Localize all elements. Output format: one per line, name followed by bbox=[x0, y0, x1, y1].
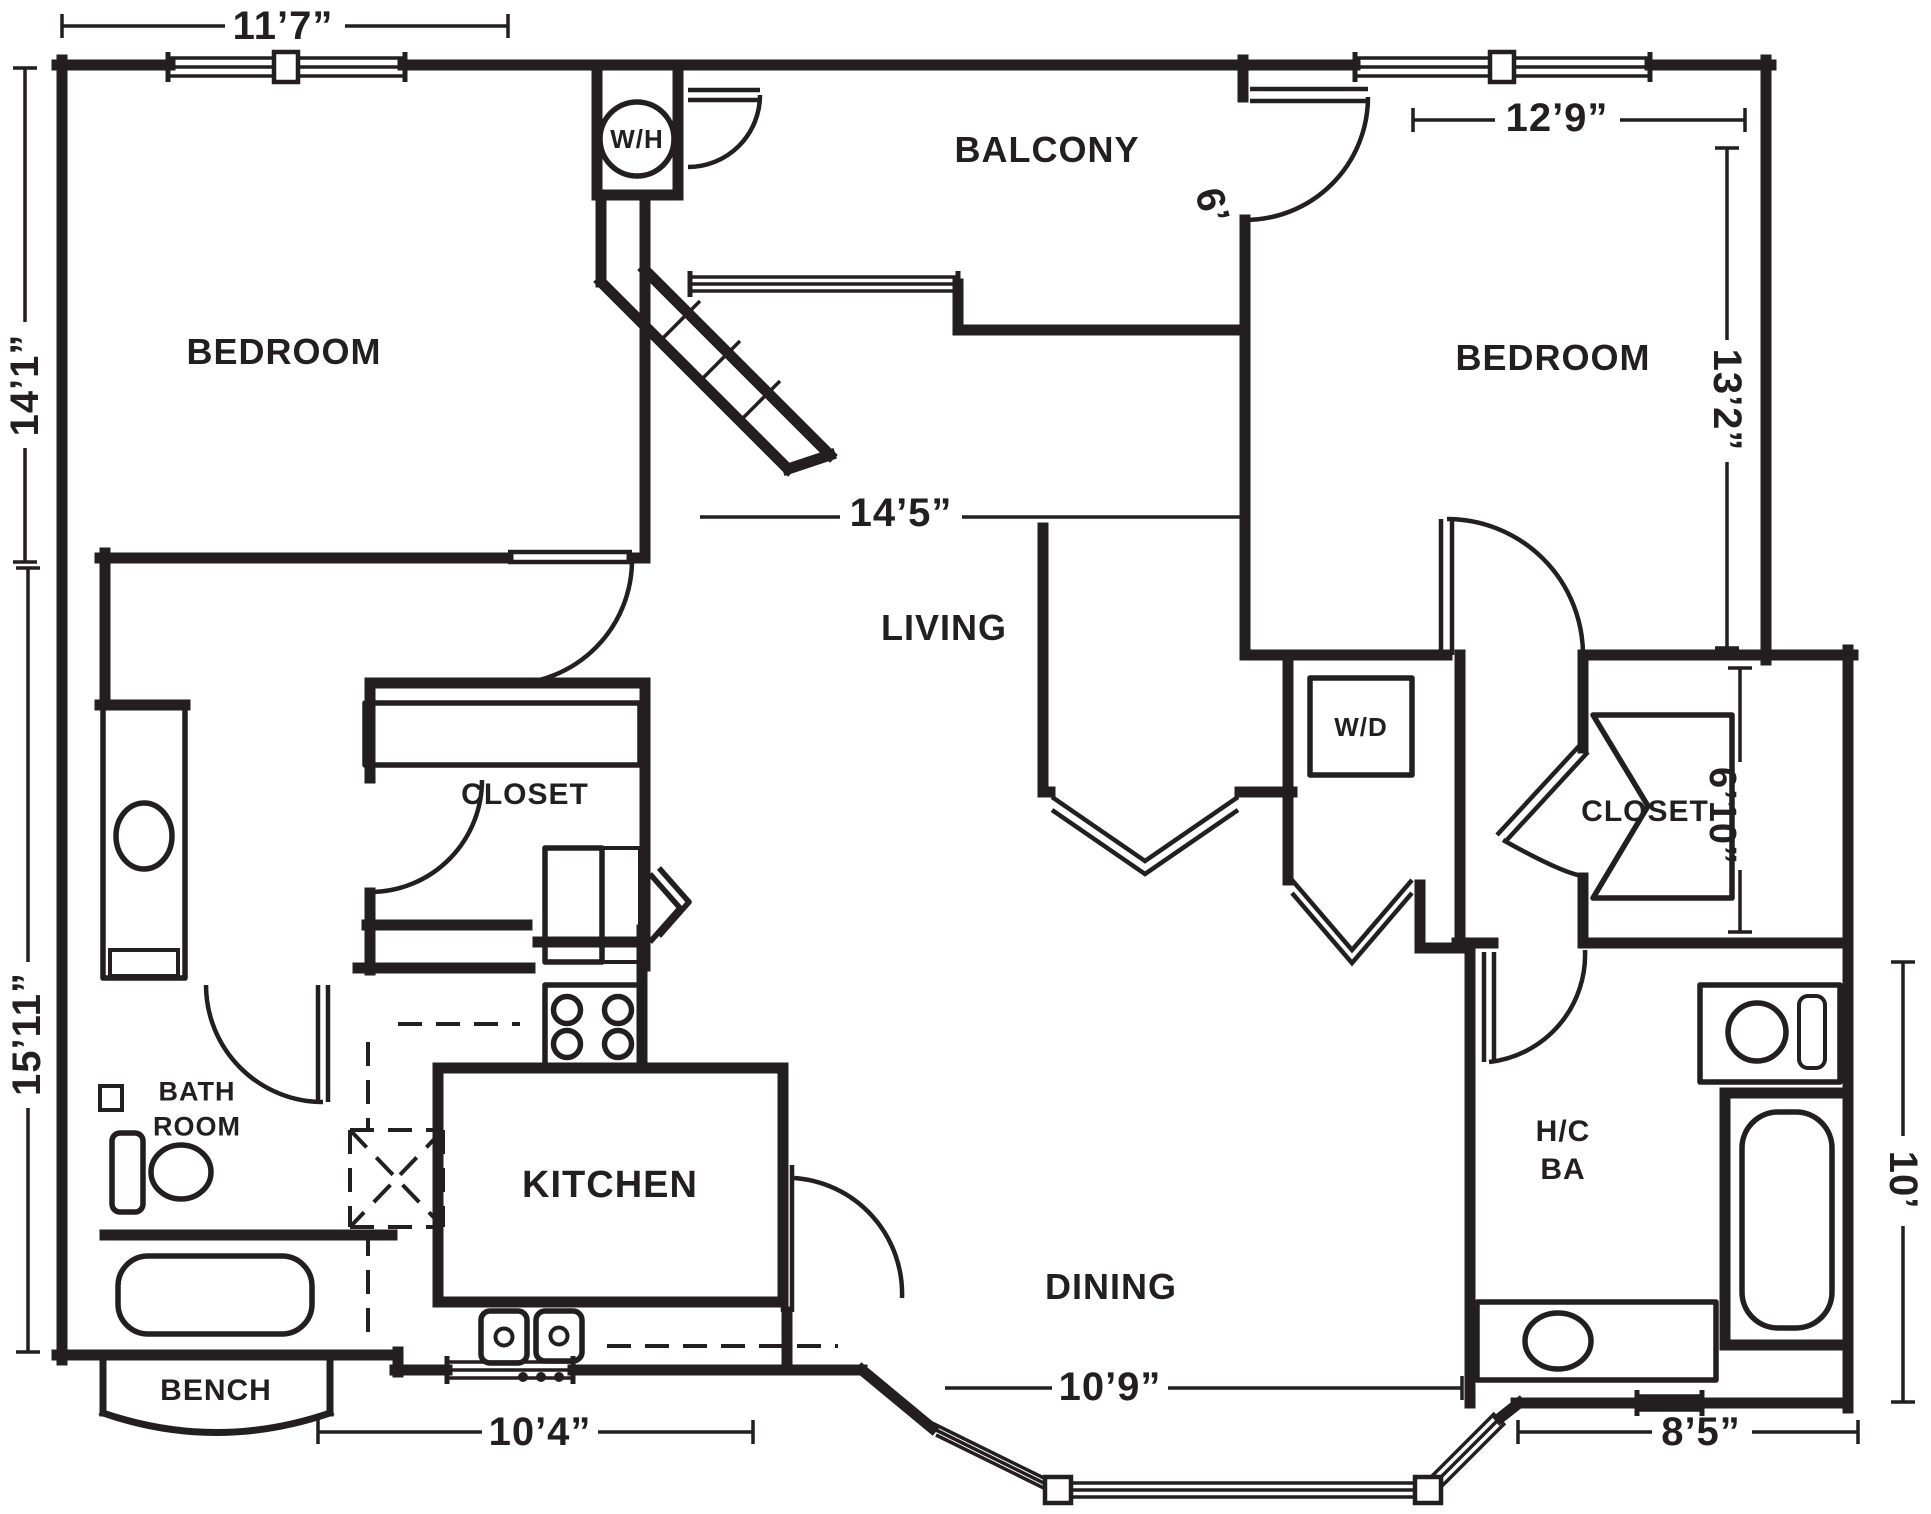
washer-dryer-label: W/D bbox=[1334, 712, 1388, 742]
toilet-symbol bbox=[98, 1084, 214, 1215]
door-leaves bbox=[315, 86, 1590, 1312]
dim-bedroom-left-height: 14’1” bbox=[3, 333, 47, 437]
room-label-balcony: BALCONY bbox=[954, 129, 1140, 170]
bathtub-right-symbol bbox=[1739, 1109, 1835, 1331]
vanity-sink-left-symbol bbox=[100, 702, 188, 981]
room-label-bedroom-right: BEDROOM bbox=[1455, 337, 1651, 378]
room-label-kitchen: KITCHEN bbox=[522, 1164, 698, 1206]
closet-shelf-right bbox=[1590, 712, 1735, 901]
pantry-x-symbol bbox=[348, 1128, 445, 1229]
bifold-doors bbox=[1050, 795, 1414, 967]
room-label-bedroom-left: BEDROOM bbox=[186, 331, 382, 372]
dimension-lines bbox=[13, 14, 1915, 1444]
dim-kitchen-width: 10’4” bbox=[488, 1410, 592, 1454]
room-label-bathroom-line1: BATH bbox=[158, 1076, 236, 1107]
dim-bedroom-right-width: 12’9” bbox=[1505, 96, 1609, 140]
dim-hc-bath-width: 8’5” bbox=[1661, 1410, 1741, 1454]
fireplace-hatch bbox=[658, 299, 782, 423]
dim-hc-bath-height: 10’ bbox=[1881, 1150, 1925, 1210]
dim-closet-right-height: 6’10” bbox=[1701, 767, 1743, 865]
dim-bedroom-right-height: 13’2” bbox=[1705, 348, 1749, 452]
refrigerator-symbol bbox=[542, 845, 692, 965]
water-heater-label: W/H bbox=[610, 124, 664, 154]
window-end-caps bbox=[165, 52, 1705, 1416]
room-label-dining: DINING bbox=[1045, 1266, 1177, 1307]
walls bbox=[51, 54, 1859, 1436]
vanity-sink-top-right-symbol bbox=[1697, 982, 1843, 1085]
double-sink-symbol bbox=[478, 1308, 585, 1382]
room-label-living: LIVING bbox=[880, 607, 1008, 648]
bench-label: BENCH bbox=[160, 1374, 272, 1407]
range-symbol bbox=[542, 982, 643, 1071]
closet-shelf-left bbox=[362, 700, 643, 768]
bay-window bbox=[927, 1411, 1507, 1506]
room-label-bathroom-line2: ROOM bbox=[153, 1111, 241, 1142]
window-mullion-right bbox=[1487, 49, 1517, 85]
bench-symbol bbox=[98, 1356, 335, 1436]
window-mullion-left bbox=[271, 49, 301, 85]
room-label-closet-right: CLOSET bbox=[1581, 795, 1709, 828]
dim-dining-width: 10’9” bbox=[1058, 1365, 1162, 1409]
dim-bedroom-left-width: 11’7” bbox=[232, 4, 334, 48]
dim-left-side-lower-height: 15’11” bbox=[5, 972, 49, 1096]
room-label-hc-bath-line1: H/C bbox=[1535, 1115, 1591, 1148]
bathtub-left-symbol bbox=[115, 1253, 315, 1337]
room-label-closet-left: CLOSET bbox=[461, 778, 589, 811]
washer-dryer-symbol bbox=[1307, 675, 1415, 778]
vanity-sink-bottom-right-symbol bbox=[1474, 1299, 1719, 1383]
dim-living-width: 14’5” bbox=[849, 491, 953, 535]
counter-dashed-lines bbox=[366, 1022, 838, 1348]
door-swing-arcs bbox=[203, 94, 1588, 1299]
room-label-hc-bath-line2: BA bbox=[1540, 1153, 1586, 1186]
water-heater-symbol bbox=[597, 99, 677, 179]
